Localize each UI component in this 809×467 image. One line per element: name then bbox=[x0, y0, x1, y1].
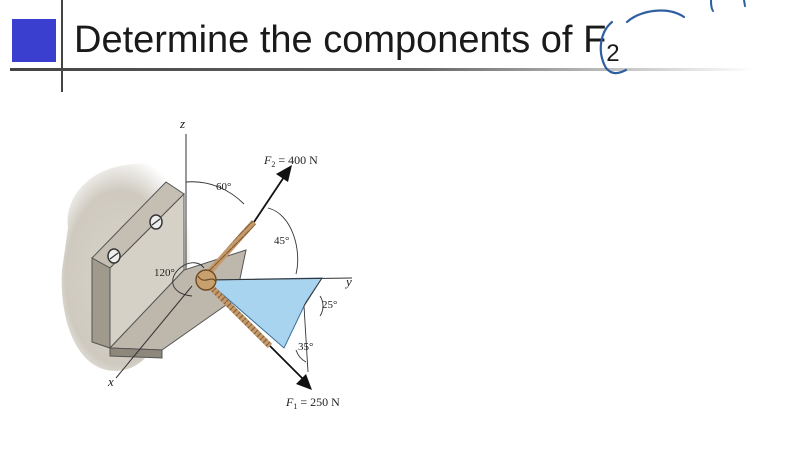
ink-arc-top bbox=[625, 9, 686, 24]
title-vertical-rule bbox=[61, 0, 63, 92]
title-text: Determine the components of bbox=[74, 19, 573, 61]
y-axis-line bbox=[205, 277, 353, 281]
angle-35-label: 35° bbox=[298, 341, 313, 353]
bracket-flange-edge bbox=[109, 347, 163, 359]
angle-60-label: 60° bbox=[216, 181, 231, 193]
ink-mark-2 bbox=[743, 0, 746, 7]
f2-rope bbox=[201, 220, 257, 280]
bracket-plate-edge bbox=[91, 257, 111, 349]
x-axis-line bbox=[115, 285, 193, 379]
angle-25-arc bbox=[319, 295, 324, 317]
f2-arrowhead bbox=[276, 165, 292, 182]
angle-45-label: 45° bbox=[274, 235, 289, 247]
ink-annotation bbox=[599, 0, 746, 75]
f1-rope bbox=[203, 279, 273, 349]
slide-title: Determine the components of F2 bbox=[74, 18, 620, 76]
f1-label: F1 = 250 N bbox=[285, 395, 340, 411]
statics-figure: z x y 60° 45° 120° 25° 35° F2 = 400 N F1… bbox=[61, 116, 353, 411]
angle-60-arc bbox=[185, 181, 245, 205]
angle-35-arc bbox=[295, 349, 307, 363]
title-accent-square bbox=[12, 19, 56, 62]
f2-arrow-shaft bbox=[253, 173, 287, 223]
x-axis-label: x bbox=[107, 374, 114, 389]
title-subscript: 2 bbox=[606, 40, 620, 67]
ink-mark-1 bbox=[710, 0, 714, 12]
ink-bracket-left bbox=[599, 20, 628, 75]
angle-120-label: 120° bbox=[154, 267, 175, 279]
angle-45-arc bbox=[267, 207, 299, 275]
title-underline bbox=[10, 68, 755, 71]
f2-label: F2 = 400 N bbox=[263, 153, 318, 169]
z-axis-label: z bbox=[179, 116, 185, 131]
angle-25-label: 25° bbox=[322, 299, 337, 311]
f1-arrowhead bbox=[296, 374, 312, 390]
f1-arrow-shaft bbox=[269, 345, 305, 381]
y-axis-label: y bbox=[344, 274, 352, 289]
angle-120-arc bbox=[172, 262, 205, 297]
